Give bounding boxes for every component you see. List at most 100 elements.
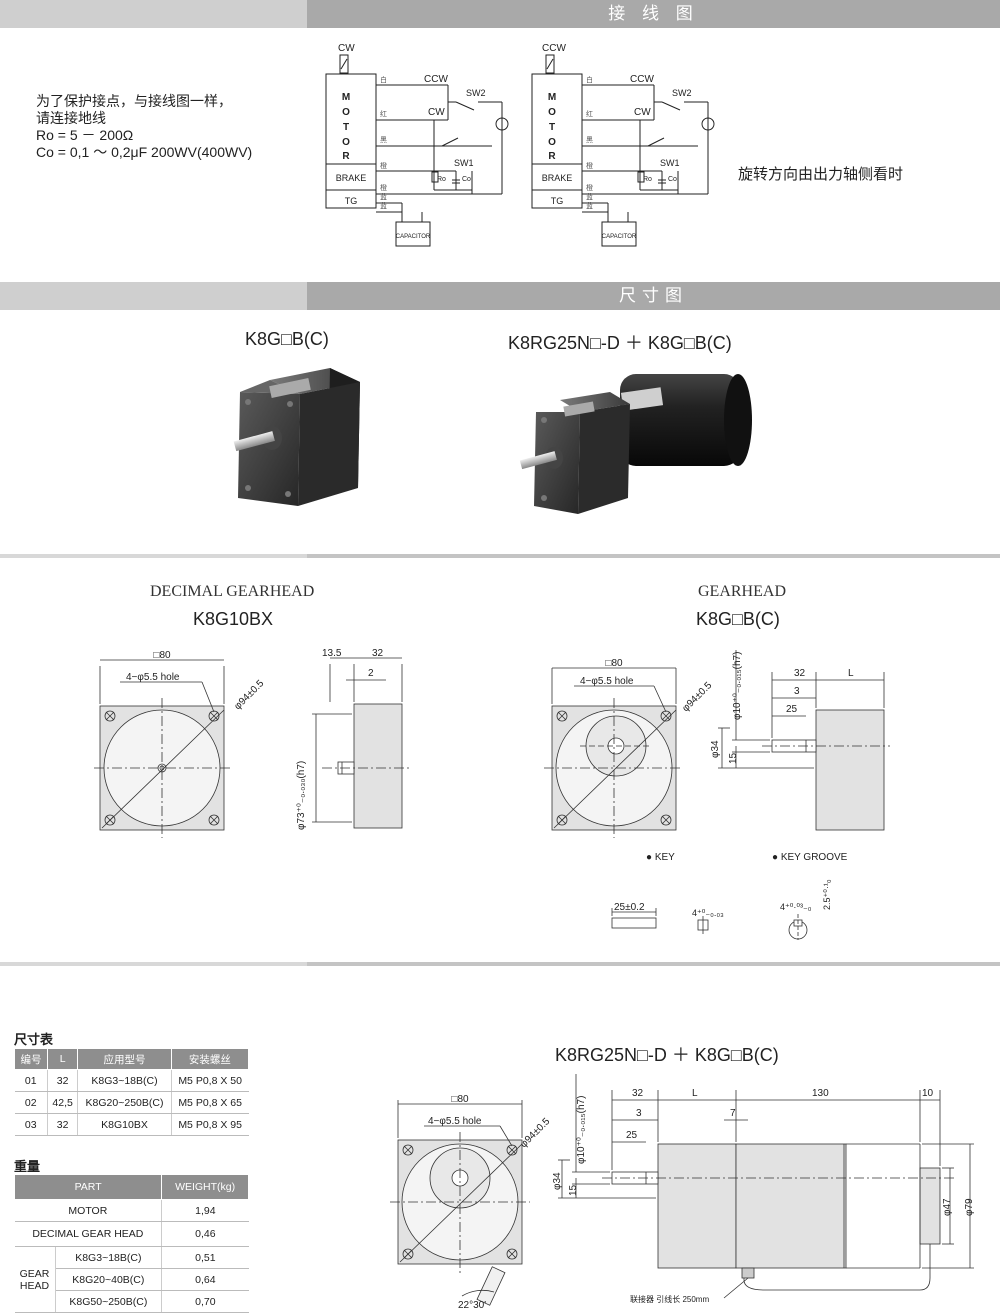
table-row: 01 32 K8G3~18B(C) M5 P0,8 X 50 [14,1069,249,1092]
svg-text:φ94±0.5: φ94±0.5 [232,678,266,712]
photo-title-assembly: K8RG25N□-D ＋ K8G□B(C) [508,333,732,353]
size-th: L [47,1048,79,1070]
svg-text:32: 32 [632,1088,644,1099]
svg-text:R: R [342,151,350,162]
gear-model: K8G□B(C) [696,609,780,629]
svg-text:CCW: CCW [542,43,566,54]
svg-text:联接器 引线长 250mm: 联接器 引线长 250mm [630,1294,709,1304]
svg-text:L: L [692,1088,698,1099]
gearhead-drawing: □80 4−φ5.5 hole φ94±0.5 32 L 3 25 φ10⁺⁰₋… [544,650,890,940]
size-th: 应用型号 [77,1048,172,1070]
svg-text:黑: 黑 [380,136,387,144]
svg-text:4⁺⁰·⁰³₋₀: 4⁺⁰·⁰³₋₀ [780,902,812,912]
decimal-model: K8G10BX [193,609,274,629]
svg-text:橙: 橙 [380,183,387,192]
svg-text:φ10⁺⁰₋₀.₀₁₅(h7): φ10⁺⁰₋₀.₀₁₅(h7) [732,652,743,720]
table-row: MOTOR 1,94 [14,1199,249,1222]
svg-text:Ro: Ro [643,176,652,183]
svg-text:M: M [548,92,556,103]
table-row: GEAR HEAD K8G3~18B(C) 0,51 [14,1246,249,1313]
svg-text:O: O [342,107,350,118]
svg-text:T: T [549,122,555,133]
note-line: Co = 0,1 ～ 0,2μF 200WV(400WV) [36,144,253,160]
svg-text:R: R [548,151,556,162]
svg-text:SW2: SW2 [466,88,486,98]
svg-text:黑: 黑 [586,136,593,144]
svg-text:15: 15 [568,1184,579,1196]
svg-text:CAPACITOR: CAPACITOR [396,234,431,240]
svg-text:BRAKE: BRAKE [542,173,573,183]
svg-text:橙: 橙 [380,161,387,170]
svg-text:CW: CW [338,43,355,54]
weight-table-title: 重量 [14,1159,41,1174]
svg-text:4−φ5.5 hole: 4−φ5.5 hole [428,1116,482,1127]
svg-text:4−φ5.5 hole: 4−φ5.5 hole [580,676,634,687]
svg-text:CCW: CCW [630,74,654,85]
product-photos [233,368,752,514]
section-header-dimension: 尺寸图 [0,282,1000,310]
svg-text:13.5: 13.5 [322,648,342,659]
weight-th: WEIGHT(kg) [161,1174,249,1200]
section-title: 接 线 图 [307,0,1000,28]
svg-text:□80: □80 [451,1094,469,1105]
svg-text:白: 白 [586,75,593,84]
svg-text:SW1: SW1 [454,158,474,168]
svg-text:CAPACITOR: CAPACITOR [602,234,637,240]
table-row: 02 42,5 K8G20~250B(C) M5 P0,8 X 65 [14,1091,249,1114]
size-table-title: 尺寸表 [14,1032,54,1047]
svg-text:25±0.2: 25±0.2 [614,902,645,913]
svg-text:蓝: 蓝 [586,201,593,210]
svg-text:3: 3 [636,1108,642,1119]
svg-text:7: 7 [730,1108,736,1119]
svg-text:O: O [548,107,556,118]
svg-text:22°30': 22°30' [458,1300,486,1309]
assembly-title: K8RG25N□-D ＋ K8G□B(C) [555,1045,779,1065]
svg-text:Co: Co [668,176,677,183]
svg-text:25: 25 [626,1130,638,1141]
svg-text:TG: TG [551,196,564,206]
svg-text:15: 15 [728,752,739,764]
svg-text:φ79: φ79 [964,1198,975,1216]
note-line: 为了保护接点，与接线图一样， [36,93,232,109]
note-line: 请连接地线 [36,110,106,126]
svg-text:φ73⁺⁰₋₀.₀₃₀(h7): φ73⁺⁰₋₀.₀₃₀(h7) [296,761,307,830]
note-line: Ro = 5 － 200Ω [36,127,134,143]
decimal-gearhead-drawing: □80 4−φ5.5 hole φ94±0.5 13.5 32 2 φ73⁺⁰₋… [94,648,410,838]
decimal-caption: DECIMAL GEARHEAD [150,583,315,600]
assembly-drawing: □80 4−φ5.5 hole φ94±0.5 22°30' 32 L 130 … [390,1074,975,1309]
rotation-note: 旋转方向由出力轴侧看时 [738,166,904,183]
svg-text:SW1: SW1 [660,158,680,168]
svg-text:φ47: φ47 [942,1198,953,1216]
svg-text:□80: □80 [605,658,623,669]
svg-text:4⁺⁰₋₀.₀₃: 4⁺⁰₋₀.₀₃ [692,908,724,918]
gearhead-photo [233,368,360,506]
svg-text:4−φ5.5 hole: 4−φ5.5 hole [126,672,180,683]
svg-text:T: T [343,122,349,133]
svg-text:红: 红 [586,109,593,118]
svg-text:2: 2 [368,668,374,679]
photo-title-gearhead: K8G□B(C) [245,329,329,349]
svg-text:3: 3 [794,686,800,697]
svg-text:2.5⁺⁰·¹₀: 2.5⁺⁰·¹₀ [822,879,832,910]
svg-text:φ10⁺⁰₋₀.₀₁₅(h7): φ10⁺⁰₋₀.₀₁₅(h7) [576,1096,587,1164]
table-row: 03 32 K8G10BX M5 P0,8 X 95 [14,1113,249,1136]
wiring-note: 为了保护接点，与接线图一样， 请连接地线 Ro = 5 － 200Ω Co = … [36,93,252,161]
svg-text:10: 10 [922,1088,934,1099]
svg-text:O: O [548,137,556,148]
svg-text:Ro: Ro [437,176,446,183]
svg-text:TG: TG [345,196,358,206]
table-row: DECIMAL GEAR HEAD 0,46 [14,1221,249,1247]
svg-text:CCW: CCW [424,74,448,85]
size-table: 编号 L 应用型号 安装螺丝 01 32 K8G3~18B(C) M5 P0,8… [13,1048,250,1136]
section-title: 尺寸图 [307,282,1000,310]
table-row: K8G50~250B(C) 0,70 [15,1290,249,1313]
svg-text:蓝: 蓝 [586,192,593,201]
svg-text:L: L [848,668,854,679]
svg-text:32: 32 [372,648,384,659]
table-row: K8G20~40B(C) 0,64 [15,1268,249,1291]
svg-text:橙: 橙 [586,183,593,192]
wiring-diagram-cw: CW M O T O R BRAKE TG 白 红 黑 橙 橙 蓝 蓝 [325,43,509,247]
svg-text:φ94±0.5: φ94±0.5 [680,680,714,714]
assembly-photo [519,374,752,514]
svg-text:BRAKE: BRAKE [336,173,367,183]
